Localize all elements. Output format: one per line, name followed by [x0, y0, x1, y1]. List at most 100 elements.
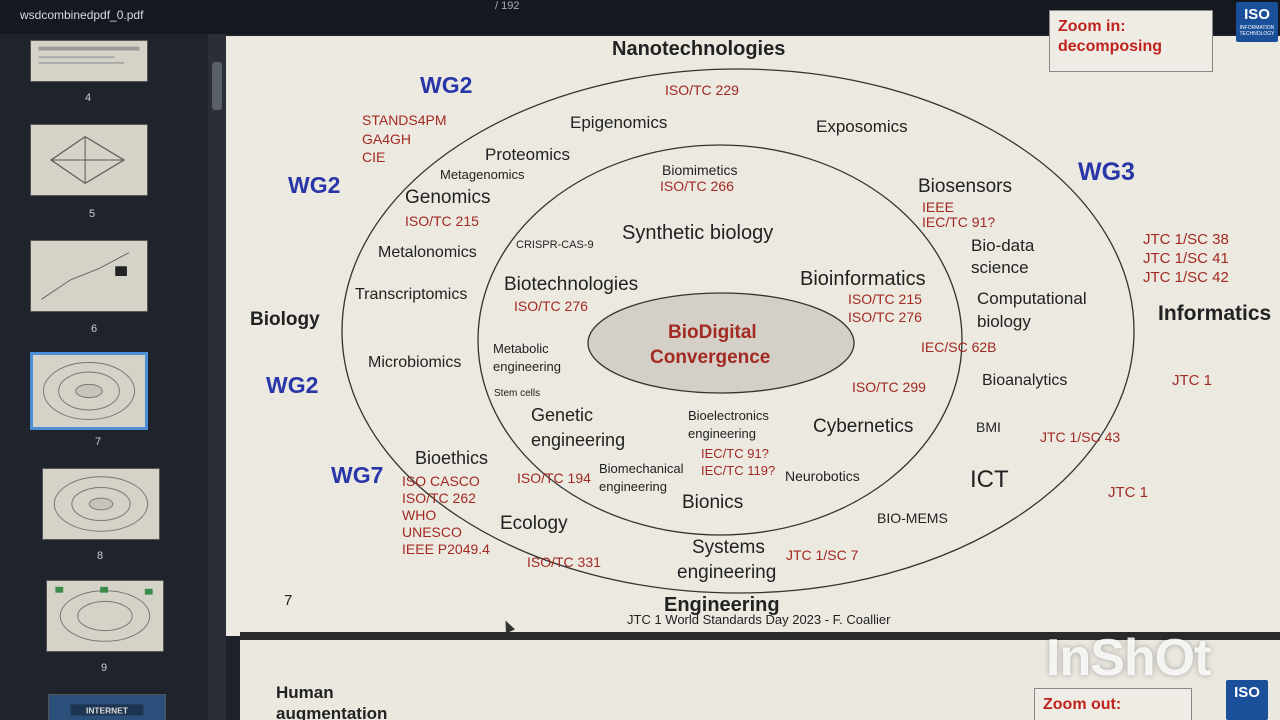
thumbnail-label: 8	[96, 550, 104, 562]
topic-label: engineering	[688, 426, 756, 441]
thumbnail-image	[55, 586, 153, 642]
standard-label: ISO/TC 299	[852, 379, 926, 395]
standard-label: ISO CASCO	[402, 473, 480, 489]
standard-label: ISO/TC 194	[517, 470, 591, 486]
thumbnail-label: 5	[88, 208, 96, 220]
page-counter: / 192	[495, 0, 520, 12]
topic-label: Biomimetics	[662, 162, 738, 178]
thumbnail-page-9[interactable]	[46, 580, 164, 652]
next-slide-title-line1: Human	[276, 683, 334, 702]
sidebar-scrollbar[interactable]	[208, 34, 226, 720]
standard-label: JTC 1/SC 42	[1143, 269, 1229, 286]
thumbnail-image	[53, 476, 149, 532]
right-label: Informatics	[1158, 302, 1272, 325]
topic-label: Biotechnologies	[504, 274, 639, 295]
bottom-label: Engineering	[664, 594, 780, 616]
topic-label: Systems	[692, 537, 765, 558]
standard-label: CIE	[362, 149, 386, 165]
standard-label: ISO/TC 262	[402, 490, 476, 506]
inshot-watermark: InShOt	[1046, 629, 1211, 687]
standard-label: IEC/TC 119?	[701, 463, 776, 478]
thumbnail-label: 7	[94, 436, 102, 448]
topic-label: Exposomics	[816, 117, 908, 136]
topic-label: Metalonomics	[378, 244, 477, 261]
thumbnail-image	[38, 46, 140, 64]
standard-label: JTC 1/SC 38	[1143, 231, 1229, 248]
iso-logo: ISO	[1226, 680, 1268, 720]
inner-ellipse	[477, 144, 963, 536]
wg3-label: WG3	[1078, 158, 1135, 186]
center-title-line1: BioDigital	[668, 322, 757, 343]
thumbnail-page-4[interactable]	[30, 40, 148, 82]
outer-ellipse	[341, 68, 1135, 594]
thumbnail-page-7[interactable]	[30, 352, 148, 430]
thumbnail-image: INTERNET	[70, 704, 144, 716]
topic-label: Stem cells	[494, 388, 541, 399]
topic-label: Genomics	[405, 187, 491, 208]
wg2-label: WG2	[288, 172, 341, 198]
zoom-in-text: Zoom in: decomposing	[1058, 18, 1163, 55]
topic-label: Neurobotics	[785, 468, 860, 484]
standard-label: IEC/TC 91?	[922, 214, 996, 230]
topic-label: BIO-MEMS	[877, 510, 948, 526]
topic-label: Bioanalytics	[982, 372, 1068, 389]
scrollbar-thumb[interactable]	[212, 62, 222, 110]
zoom-in-box: Zoom in: decomposing	[1049, 10, 1213, 72]
standard-label: IEEE	[922, 199, 954, 215]
standard-label: ISO/TC 215	[405, 213, 479, 229]
topic-label: BMI	[976, 419, 1001, 435]
standard-label: JTC 1	[1172, 372, 1213, 389]
topic-label: CRISPR-CAS-9	[516, 239, 594, 251]
standard-label: IEEE P2049.4	[402, 541, 490, 557]
topic-label: Microbiomics	[368, 354, 462, 371]
zoom-out-box: Zoom out:	[1034, 688, 1192, 720]
thumbnail-page-6[interactable]	[30, 240, 148, 312]
svg-text:INTERNET: INTERNET	[86, 706, 129, 716]
topic-label: Biomechanical	[599, 461, 684, 476]
standard-label: ISO/TC 276	[848, 309, 922, 325]
thumbnail-page-10[interactable]: INTERNET	[48, 694, 166, 720]
topic-label: ICT	[970, 466, 1009, 493]
standard-label: JTC 1/SC 7	[786, 547, 859, 563]
top-label: Nanotechnologies	[612, 38, 786, 60]
topic-label: Biosensors	[918, 176, 1012, 197]
topic-label: Proteomics	[485, 145, 571, 164]
zoom-out-text: Zoom out:	[1043, 696, 1122, 713]
topic-label: Transcriptomics	[355, 286, 468, 303]
standard-label: UNESCO	[402, 524, 462, 540]
wg2-label: WG2	[266, 372, 319, 398]
standard-label: IEC/TC 91?	[701, 446, 769, 461]
topic-label: Bio-data	[971, 236, 1035, 255]
wg7-label: WG7	[331, 462, 384, 488]
thumbnail-page-5[interactable]	[30, 124, 148, 196]
topic-label: Cybernetics	[813, 416, 914, 437]
standard-label: JTC 1/SC 41	[1143, 250, 1229, 267]
standard-label: ISO/TC 266	[660, 178, 734, 194]
topic-label: Metabolic	[493, 341, 549, 356]
standard-label: ISO/TC 229	[665, 82, 739, 98]
topic-label: Genetic	[531, 405, 594, 425]
topic-label: engineering	[677, 562, 777, 583]
footer: JTC 1 World Standards Day 2023 - F. Coal…	[627, 612, 891, 627]
topic-label: Bioethics	[415, 448, 489, 468]
thumbnail-image	[50, 135, 126, 185]
center-ellipse	[587, 292, 855, 394]
page-number: 7	[284, 592, 293, 609]
topic-label: engineering	[599, 479, 667, 494]
topic-label: Epigenomics	[570, 113, 668, 132]
topic-label: science	[971, 258, 1029, 277]
iso-logo: ISO INFORMATION TECHNOLOGY	[1236, 2, 1278, 42]
thumbnail-image	[41, 252, 130, 300]
left-label: Biology	[250, 309, 320, 330]
topic-label: engineering	[531, 430, 626, 450]
thumbnail-label: 4	[84, 92, 92, 104]
thumbnail-label: 6	[90, 323, 98, 335]
thumbnail-page-8[interactable]	[42, 468, 160, 540]
standard-label: IEC/SC 62B	[921, 339, 997, 355]
center-title-line2: Convergence	[650, 347, 771, 368]
topic-label: Computational	[977, 289, 1087, 308]
slide-divider	[240, 632, 1280, 640]
thumbnail-sidebar: 4 5 6 7 8 9 INTERNET	[0, 34, 208, 720]
standard-label: ISO/TC 276	[514, 298, 588, 314]
